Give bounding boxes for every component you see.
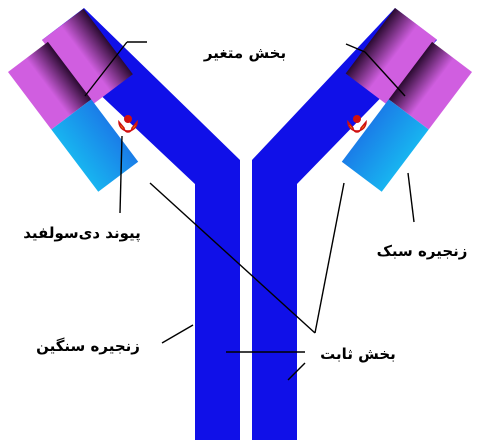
heavy-chain-label: زنجیره سنگین <box>36 337 140 355</box>
light-chain-label: زنجیره سبک <box>377 242 468 260</box>
constant-region-label: بخش ثابت <box>320 345 396 363</box>
variable-region-label: بخش متغیر <box>203 44 286 62</box>
disulfide-bond-label: پیوند دی‌سولفید <box>23 224 141 243</box>
